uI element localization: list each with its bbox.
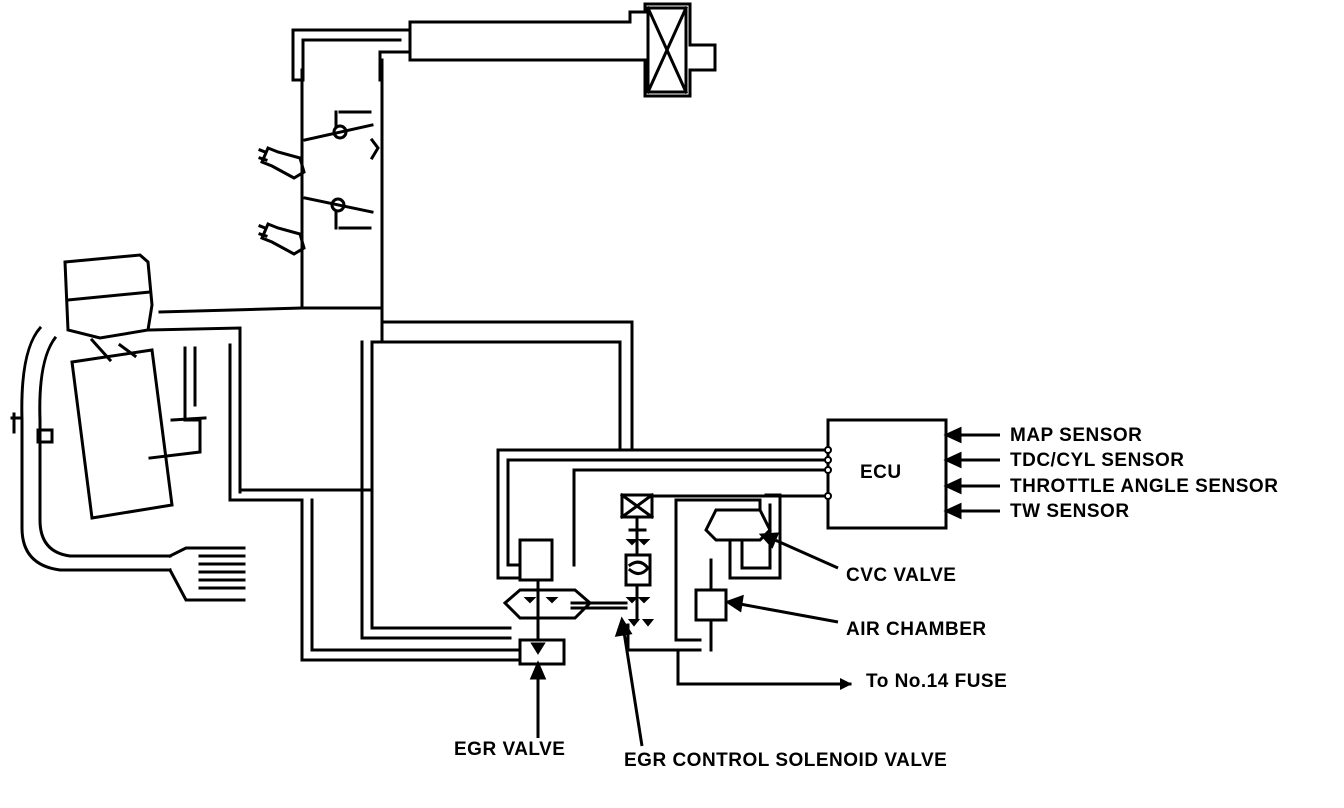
egr-valve <box>496 448 593 666</box>
exhaust-manifold <box>167 546 246 602</box>
cvc-valve-body <box>674 493 782 642</box>
throttle-angle-sensor-label: THROTTLE ANGLE SENSOR <box>1010 476 1279 497</box>
sensor-plug-upper <box>258 146 306 180</box>
throttle-body <box>300 58 384 310</box>
sensor-input-arrows <box>943 426 1000 520</box>
fuse-label: To No.14 FUSE <box>866 671 1008 692</box>
egr-control-solenoid <box>570 492 702 652</box>
sensor-plug-lower <box>258 222 306 256</box>
throttle-valve-upper <box>303 110 374 142</box>
egr-valve-label: EGR VALVE <box>454 739 566 760</box>
ecu-wiring <box>496 448 852 686</box>
ecu-label: ECU <box>860 462 902 483</box>
egr-control-solenoid-label: EGR CONTROL SOLENOID VALVE <box>624 750 948 771</box>
air-chamber-body <box>694 558 728 652</box>
engine-cylinder <box>10 253 207 572</box>
label-leaders <box>529 532 839 747</box>
air-chamber-label: AIR CHAMBER <box>846 619 987 640</box>
check-valves <box>523 539 655 627</box>
egr-passage <box>228 340 522 662</box>
tdc-cyl-sensor-label: TDC/CYL SENSOR <box>1010 450 1185 471</box>
fuse-arrow <box>840 678 852 690</box>
throttle-valve-lower <box>303 196 374 230</box>
intake-plenum <box>148 306 634 492</box>
cvc-valve-label: CVC VALVE <box>846 565 957 586</box>
intake-duct <box>291 2 717 98</box>
ecu-terminals <box>824 446 832 500</box>
air-cleaner-element <box>646 6 688 94</box>
map-sensor-label: MAP SENSOR <box>1010 425 1143 446</box>
tw-sensor-label: TW SENSOR <box>1010 501 1130 522</box>
